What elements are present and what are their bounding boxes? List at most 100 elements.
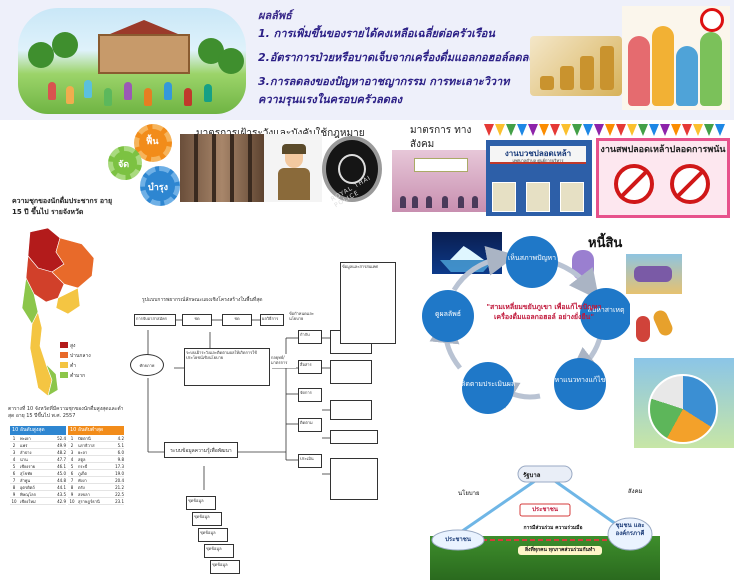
cycle-label-1: เห็นสภาพปัญหา xyxy=(507,254,557,262)
table-cell: 17.3 xyxy=(115,464,124,469)
gear-icon xyxy=(108,146,142,180)
table-cell: สุโขทัย xyxy=(20,471,33,476)
bunting-flag xyxy=(594,124,604,136)
table-caption: ตารางที่ 10 จังหวัดที่มีความชุกของนักดื่… xyxy=(8,406,124,419)
prison-bar xyxy=(212,134,216,202)
cycle-node-1 xyxy=(506,236,558,288)
bunting-flag xyxy=(539,124,549,136)
gear-label-1: ฟื้น xyxy=(146,137,159,147)
cartoon-figure xyxy=(651,308,675,338)
table-cell: เชียงใหม่ xyxy=(20,499,36,504)
festival-subtitle: เทศบาลตำบล ศูนย์การบริหาร xyxy=(512,158,564,163)
partnership-triangle xyxy=(431,465,653,551)
person-icon xyxy=(144,88,152,106)
flow-box-r5: ประเมิน xyxy=(298,454,322,468)
table-cell: 2 xyxy=(70,443,74,448)
triangle-node-mid: ประชาชน xyxy=(532,506,558,513)
table-cell: 4.2 xyxy=(117,436,124,441)
table-cell: 43.5 xyxy=(57,492,66,497)
police-seal-logo: ROYAL THAI POLICE xyxy=(322,136,382,209)
table-cell: 9 xyxy=(12,492,16,497)
no-drinking-icon xyxy=(614,164,654,204)
flowchart-title: รูปแบบการพยากรณ์ลักษณะแผงเชิงโครงสร้างใน… xyxy=(142,297,263,303)
no-gambling-icon xyxy=(670,164,710,204)
triangle-network-label: การมีส่วนร่วม ความร่วมมือ xyxy=(523,525,583,531)
tree-icon xyxy=(28,42,54,68)
bunting-flag xyxy=(583,124,593,136)
table-cell: 42.9 xyxy=(57,499,66,504)
table-cell: ปัตตานี xyxy=(78,436,91,441)
map-legend: สูง ปานกลาง ต่ำ ต่ำมาก xyxy=(60,342,96,386)
table-cell: อุตรดิตถ์ xyxy=(20,485,35,490)
table-cell: ตรัง xyxy=(78,485,85,490)
flow-detail-5 xyxy=(330,458,378,500)
table-cell: 19.0 xyxy=(115,471,124,476)
triangle-node-community: ชุมชน และ องค์กรภาคี xyxy=(615,522,645,537)
person-icon xyxy=(164,82,172,100)
police-hat xyxy=(282,144,306,154)
bunting-flag xyxy=(693,124,703,136)
coin-stack xyxy=(540,76,554,90)
person-icon xyxy=(66,86,74,104)
bunting-flag xyxy=(627,124,637,136)
flow-box-step-2: ชด xyxy=(222,314,252,326)
map-northeast xyxy=(51,237,95,289)
table-cell: 9 xyxy=(70,492,74,497)
table-cell: 3 xyxy=(70,450,74,455)
bunting-flag xyxy=(638,124,648,136)
triangle-bottom-label: สิ่งที่ทุกคน ทุกภาคส่วนร่วมกันทำ xyxy=(518,546,602,555)
fight-cartoon xyxy=(630,300,682,352)
cycle-node-4 xyxy=(462,362,514,414)
map-south xyxy=(29,311,53,397)
table-cell: ลำปาง xyxy=(20,450,32,455)
map-east xyxy=(55,287,81,315)
person-icon xyxy=(442,196,448,208)
bunting-flag xyxy=(484,124,494,136)
flow-detail-4 xyxy=(330,430,378,444)
social-measures-label: มาตรการ ทางสังคม xyxy=(410,125,472,150)
festival-title: งานบวชปลอดเหล้า xyxy=(504,149,572,158)
person-icon xyxy=(400,196,406,208)
no-alcohol-icon xyxy=(700,8,724,32)
gear-label-2: จัด xyxy=(118,160,130,170)
debt-text: หนี้สิน xyxy=(588,236,623,251)
flow-stack-4: ชุดข้อมูล xyxy=(204,544,234,558)
table-cell: 22.5 xyxy=(115,492,124,497)
result-line-2: 2.อัตราการป่วยหรือบาดเจ็บจากเครื่องดื่มแ… xyxy=(258,51,534,64)
map-caption: ความชุกของนักดื่มประชากร อายุ 15 ปี ขึ้น… xyxy=(12,197,113,216)
person-icon xyxy=(124,82,132,100)
person-icon xyxy=(652,26,674,106)
prison-bar xyxy=(230,134,234,202)
person-icon xyxy=(700,32,722,106)
bunting-flag xyxy=(649,124,659,136)
legend-label: สูง xyxy=(70,343,76,349)
flow-box-result: ผลวิธีการ xyxy=(260,314,284,326)
legend-swatch xyxy=(60,362,68,368)
table-cell: 10 xyxy=(11,499,17,504)
person-icon xyxy=(412,196,418,208)
triangle-right-label: สังคม xyxy=(628,488,643,495)
flow-box-monitor: ระบบเฝ้าระวังและติดตามผลให้เกิดการใช้ประ… xyxy=(184,348,270,386)
coin-stack xyxy=(580,56,594,90)
table-cell: 4 xyxy=(70,457,74,462)
table-cell: 46.1 xyxy=(57,464,66,469)
person-icon xyxy=(184,88,192,106)
legend-swatch xyxy=(60,372,68,378)
table-cell: 2 xyxy=(12,443,16,448)
person-icon xyxy=(472,196,478,208)
flow-box-step-1: ชด xyxy=(182,314,212,326)
bunting-flag xyxy=(671,124,681,136)
table-cell: 52.4 xyxy=(57,436,66,441)
cartoon-figure xyxy=(636,316,650,342)
person-icon xyxy=(48,82,56,100)
bunting-flag xyxy=(506,124,516,136)
flow-box-knowledge: ระบบข้อมูลความรู้เพื่อพัฒนานโยบาย xyxy=(164,442,238,458)
bunting-flag xyxy=(616,124,626,136)
flow-stack-1: ชุดข้อมูล xyxy=(186,496,216,510)
